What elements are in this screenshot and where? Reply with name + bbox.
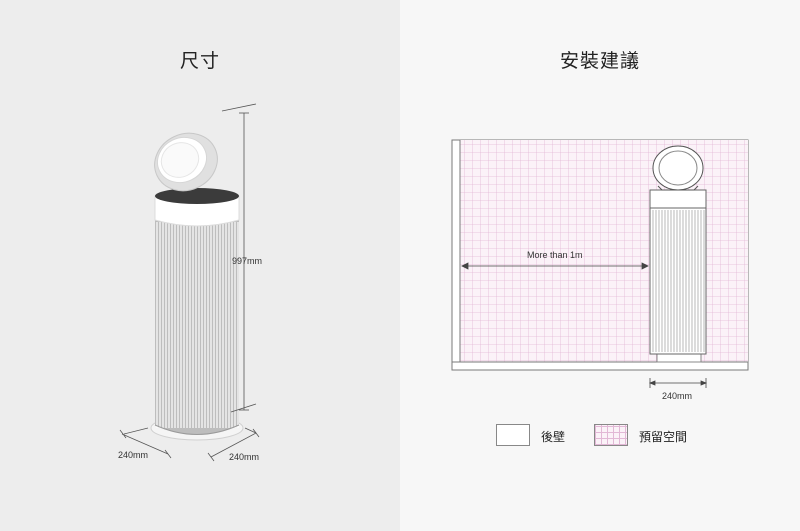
- purifier-dimension-drawing: [119, 103, 260, 462]
- installation-panel: 安裝建議: [400, 0, 800, 531]
- distance-arrow: [461, 262, 649, 270]
- legend-label-wall: 後壁: [541, 430, 566, 444]
- legend-swatch-wall: [496, 424, 530, 446]
- legend-swatch-clearance: [594, 424, 628, 446]
- height-label: 997mm: [232, 256, 263, 266]
- legend-label-clearance: 預留空間: [639, 430, 688, 444]
- width-label-left: 240mm: [118, 450, 149, 460]
- purifier-front-view: [649, 145, 707, 363]
- width-dimension-lines: [119, 427, 260, 462]
- base-width-label: 240mm: [662, 391, 693, 401]
- installation-drawing: [451, 139, 749, 388]
- distance-label: More than 1m: [527, 250, 583, 260]
- width-label-right: 240mm: [229, 452, 260, 462]
- installation-title: 安裝建議: [559, 50, 640, 72]
- purifier-body: [154, 218, 240, 435]
- purifier-head: [154, 132, 218, 192]
- dimensions-panel: 尺寸: [0, 0, 400, 531]
- base-width-arrow: [648, 378, 708, 388]
- height-dimension-line: [221, 103, 257, 413]
- dimensions-title: 尺寸: [179, 50, 220, 72]
- purifier-collar: [154, 195, 240, 227]
